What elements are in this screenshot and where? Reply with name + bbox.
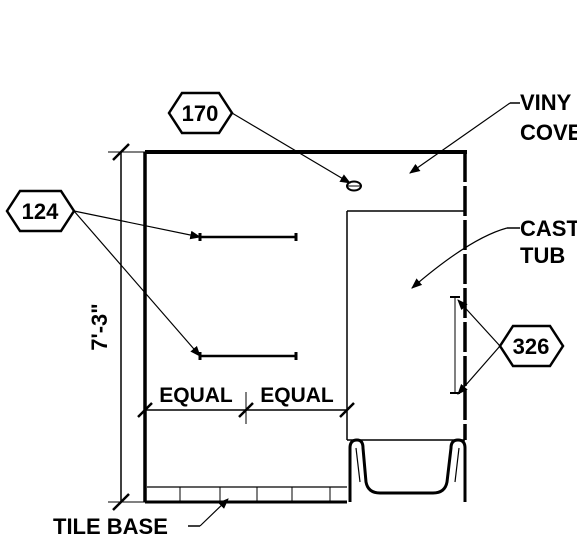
tub-partition — [346, 210, 465, 441]
tile-base — [147, 486, 347, 502]
bathtub — [348, 438, 467, 503]
robe-hook — [346, 180, 362, 192]
towel-bar-upper — [198, 233, 298, 241]
tile-base-label: TILE BASE — [53, 514, 168, 535]
tag-124: 124 — [5, 189, 202, 357]
equal-dimension: EQUAL EQUAL — [137, 384, 355, 424]
tag-170-text: 170 — [182, 101, 219, 126]
tag-326-text: 326 — [513, 334, 550, 359]
vinyl-cove-callout: VINY COVE — [409, 90, 577, 174]
vinyl-cove-line1: VINY — [520, 90, 572, 115]
height-dimension: 7'-3" — [87, 143, 145, 511]
equal-right-label: EQUAL — [260, 384, 334, 407]
tag-170: 170 — [167, 91, 351, 184]
cast-tub-line2: TUB — [520, 243, 565, 268]
tag-124-text: 124 — [22, 199, 59, 224]
vinyl-cove-line2: COVE — [520, 120, 577, 145]
equal-left-label: EQUAL — [159, 384, 233, 407]
towel-bar-lower — [198, 352, 298, 360]
cast-tub-callout: CAST TUB — [411, 216, 577, 289]
height-dimension-text: 7'-3" — [87, 303, 112, 350]
cast-tub-line1: CAST — [520, 216, 577, 241]
wall-outline — [143, 150, 467, 504]
tag-326: 326 — [457, 299, 565, 395]
tile-base-callout: TILE BASE — [53, 498, 229, 535]
grab-bar-brackets — [450, 296, 460, 394]
